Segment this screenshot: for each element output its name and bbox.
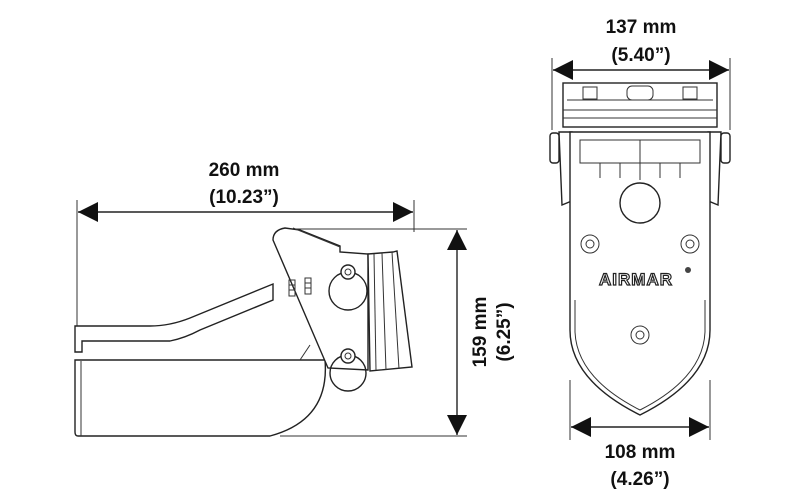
pin-icon (340, 348, 356, 364)
top-bracket (562, 82, 718, 128)
side-view: 260 mm (10.23”) 159 mm (6.25”) (74, 160, 515, 437)
top-width-mm-label: 137 mm (606, 17, 677, 38)
airmar-logo: AIRMAR (599, 270, 673, 289)
cable-hole (619, 182, 661, 224)
screw-icon (630, 325, 650, 345)
height-in-label: (6.25”) (494, 302, 515, 361)
transducer-stem (74, 282, 274, 353)
bracket-back-block (367, 250, 413, 372)
vent-slot (288, 279, 296, 297)
screw-icon (580, 234, 600, 254)
mounting-bracket (272, 227, 369, 371)
transducer-body-front (569, 131, 711, 416)
screw-icon (680, 234, 700, 254)
length-mm-label: 260 mm (209, 160, 280, 181)
pin-icon (340, 264, 356, 280)
bottom-width-in-label: (4.26”) (610, 469, 669, 490)
height-mm-label: 159 mm (470, 297, 491, 368)
transducer-hull-side (74, 359, 327, 437)
top-width-in-label: (5.40”) (611, 45, 670, 66)
wing-nut-icon (720, 132, 731, 164)
length-in-label: (10.23”) (209, 187, 279, 208)
bottom-width-mm-label: 108 mm (605, 442, 676, 463)
wing-nut-icon (549, 132, 560, 164)
vent-slot (304, 277, 312, 295)
registered-mark-icon (685, 267, 691, 273)
front-view: 137 mm (5.40”) AIRMAR (549, 17, 731, 490)
